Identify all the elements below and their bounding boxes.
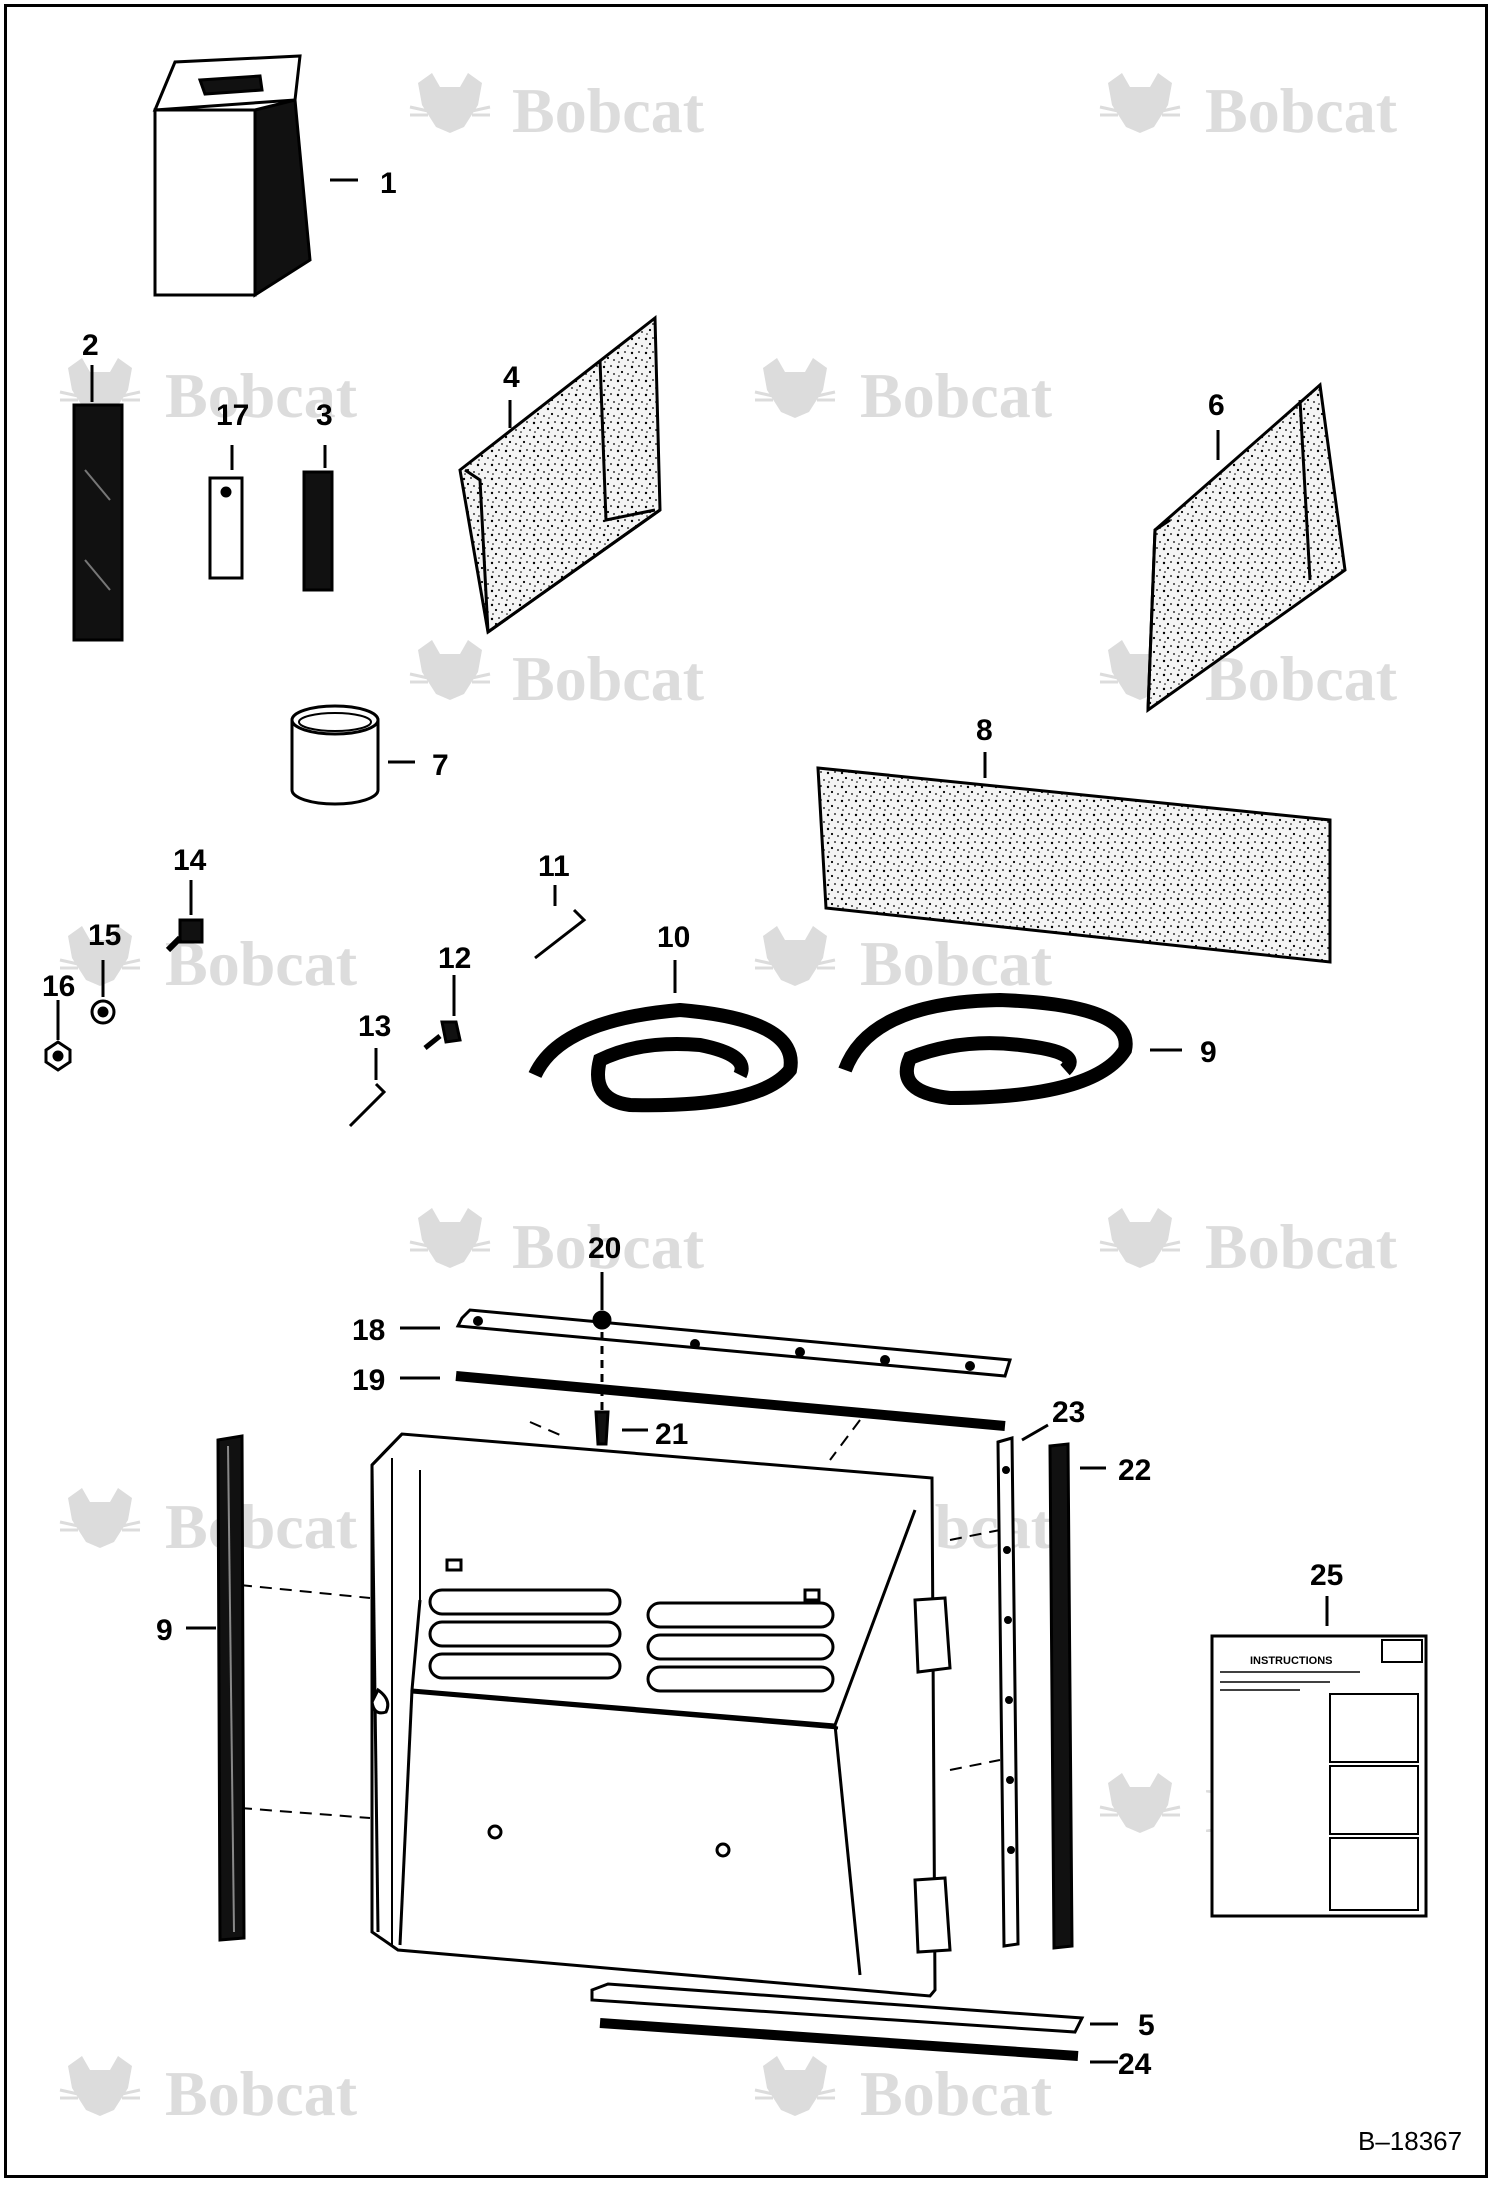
callout-15: 15 xyxy=(88,919,121,952)
hardware-fasteners xyxy=(44,880,587,1128)
watermark-text: Bobcat xyxy=(860,2058,1053,2129)
callout-10: 10 xyxy=(657,921,690,954)
part-4-filter-element xyxy=(458,314,662,635)
watermark-text: Bobcat xyxy=(512,643,705,714)
callout-16: 16 xyxy=(42,970,75,1003)
callout-3: 3 xyxy=(316,399,333,432)
part-17-bracket xyxy=(208,445,244,580)
part-23-strip xyxy=(996,1423,1049,1948)
callout-7: 7 xyxy=(432,749,449,782)
part-6-filter-element xyxy=(1146,382,1347,713)
part-5-24-bottom-strips xyxy=(590,1982,1118,2064)
part-1-filter-box xyxy=(152,54,358,298)
watermark-text: Bobcat xyxy=(860,928,1053,999)
watermark-text: Bobcat xyxy=(165,1491,358,1562)
callout-24: 24 xyxy=(1118,2048,1152,2081)
callout-8: 8 xyxy=(976,714,993,747)
part-22-seal xyxy=(1048,1442,1106,1950)
callout-25: 25 xyxy=(1310,1559,1343,1592)
part-10-seal-coil xyxy=(528,960,798,1113)
part-7-sleeve xyxy=(290,704,415,806)
callout-19: 19 xyxy=(352,1364,385,1397)
callout-21: 21 xyxy=(655,1418,688,1451)
callout-6: 6 xyxy=(1208,389,1225,422)
document-number: B–18367 xyxy=(1358,2126,1462,2156)
callout-2: 2 xyxy=(82,329,99,362)
callout-17: 17 xyxy=(216,399,249,432)
part-18-plate xyxy=(400,1308,1012,1378)
part-9-vertical-seal xyxy=(186,1434,246,1942)
callout-5: 5 xyxy=(1138,2009,1155,2042)
drawing-border xyxy=(4,4,1488,2178)
part-9-seal-coil xyxy=(838,992,1182,1106)
watermark-text: Bobcat xyxy=(1205,643,1398,714)
watermark-text: Bobcat xyxy=(1205,1211,1398,1282)
part-25-instruction-card xyxy=(1210,1596,1428,1918)
part-19-seal-strip xyxy=(400,1371,1006,1431)
part-2-seal-strip xyxy=(72,365,124,642)
watermark-text: Bobcat xyxy=(512,1211,705,1282)
callout-9-left: 9 xyxy=(156,1614,173,1647)
callout-1: 1 xyxy=(380,167,397,200)
callout-13: 13 xyxy=(358,1010,391,1043)
callout-4: 4 xyxy=(503,361,520,394)
instruction-card-title: INSTRUCTIONS xyxy=(1250,1655,1333,1667)
part-8-filter-pad xyxy=(816,752,1332,964)
callout-22: 22 xyxy=(1118,1454,1151,1487)
part-20-21-fasteners xyxy=(592,1272,648,1446)
main-housing xyxy=(239,1419,1001,1998)
callout-20: 20 xyxy=(588,1232,621,1265)
watermark-text: Bobcat xyxy=(165,2058,358,2129)
callout-9-right: 9 xyxy=(1200,1036,1217,1069)
callout-14: 14 xyxy=(173,844,207,877)
callout-11: 11 xyxy=(538,850,570,883)
watermark-text: Bobcat xyxy=(1205,75,1398,146)
watermark-text: Bobcat xyxy=(512,75,705,146)
watermark-text: Bobcat xyxy=(165,360,358,431)
callout-12: 12 xyxy=(438,942,471,975)
callout-18: 18 xyxy=(352,1314,385,1347)
part-3-seal-strip xyxy=(302,445,334,592)
watermark-text: Bobcat xyxy=(860,360,1053,431)
callout-labels: 1 2 3 4 5 6 7 8 9 9 10 11 12 13 14 15 16… xyxy=(42,167,1343,2081)
callout-23: 23 xyxy=(1052,1396,1085,1429)
